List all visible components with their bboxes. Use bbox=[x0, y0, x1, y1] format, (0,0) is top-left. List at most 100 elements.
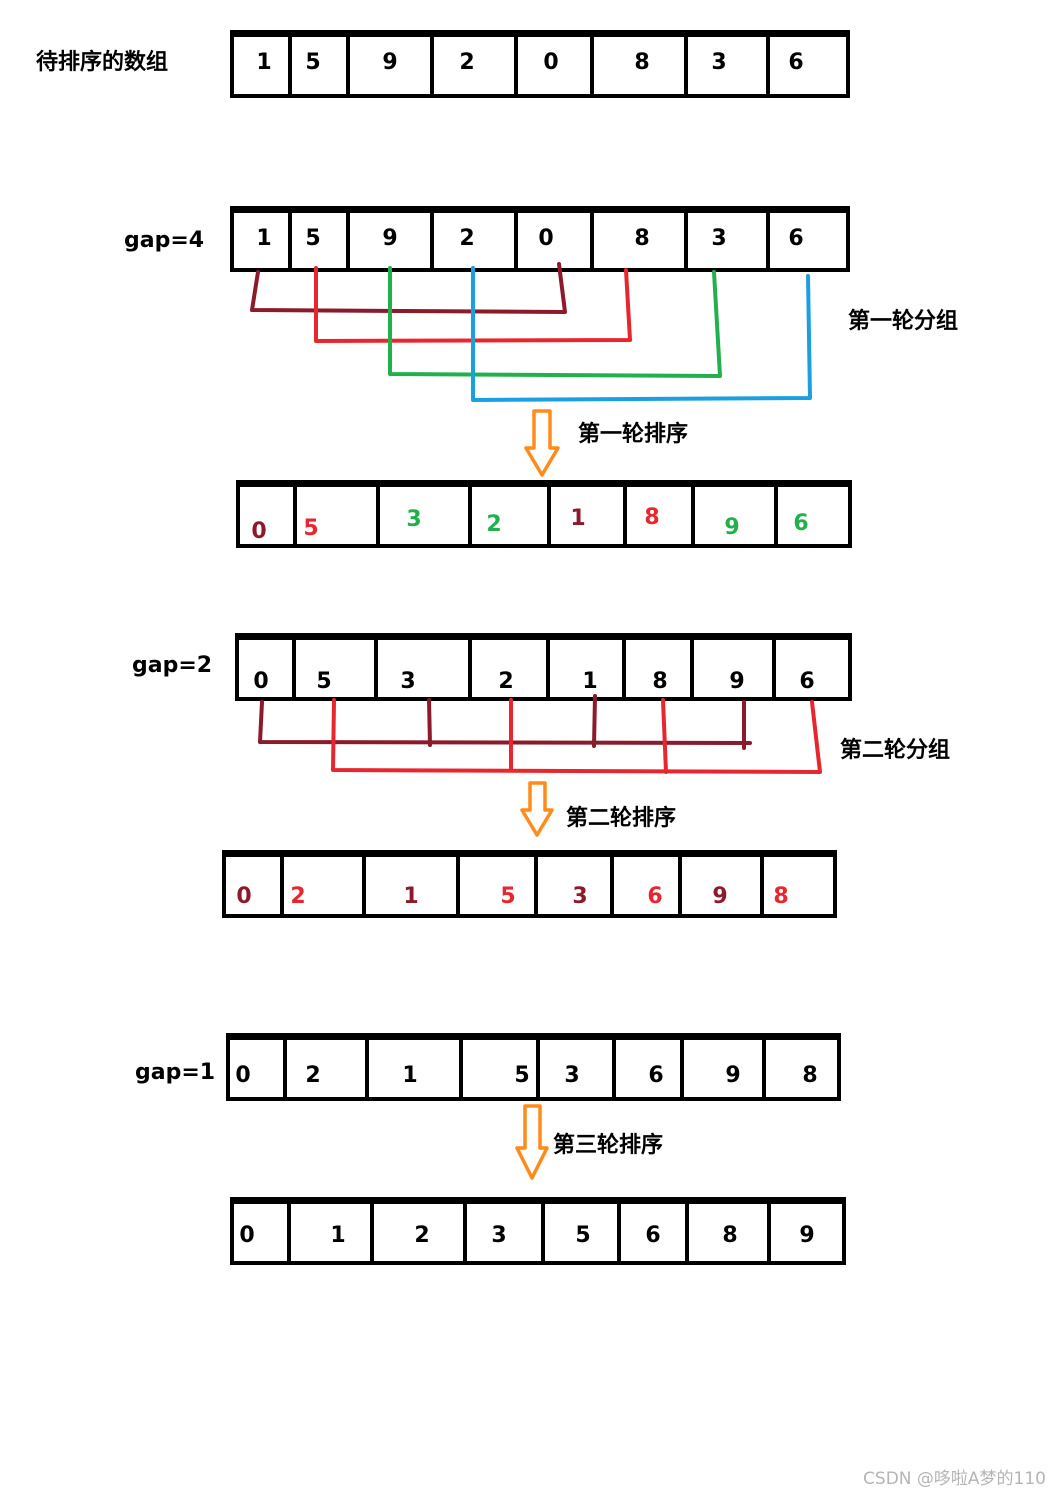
array-cell-value: 8 bbox=[652, 669, 667, 694]
cell-top-border bbox=[774, 635, 850, 640]
array-cell-value: 6 bbox=[793, 511, 808, 536]
array-cell-value: 3 bbox=[711, 226, 726, 251]
cell-top-border bbox=[614, 1035, 682, 1040]
group-tick bbox=[427, 698, 432, 747]
cell-top-border bbox=[764, 1035, 839, 1040]
array-cell-value: 3 bbox=[564, 1063, 579, 1088]
array-cell-value: 8 bbox=[634, 50, 649, 75]
array-cell-value: 0 bbox=[235, 1063, 250, 1088]
array-cell-value: 3 bbox=[711, 50, 726, 75]
array-cell-value: 0 bbox=[543, 50, 558, 75]
array-cell-value: 2 bbox=[290, 884, 305, 909]
cell-top-border bbox=[376, 635, 470, 640]
array-cell-value: 9 bbox=[729, 669, 744, 694]
array-frame bbox=[236, 480, 852, 548]
array-frame bbox=[230, 1197, 846, 1265]
cell-top-border bbox=[768, 208, 848, 213]
label-round1-sort: 第一轮排序 bbox=[578, 421, 688, 447]
group-bracket-dark-red bbox=[250, 262, 567, 314]
cell-top-border bbox=[285, 1035, 367, 1040]
cell-top-border bbox=[680, 852, 762, 857]
cell-top-border bbox=[776, 482, 850, 487]
array-frame bbox=[222, 850, 837, 918]
array-cell-value: 1 bbox=[570, 506, 585, 531]
array-cell-value: 0 bbox=[253, 669, 268, 694]
array-cell-value: 6 bbox=[645, 1223, 660, 1248]
array-cell-value: 2 bbox=[459, 226, 474, 251]
array-cell-value: 9 bbox=[799, 1223, 814, 1248]
cell-top-border bbox=[686, 208, 768, 213]
array-cell-value: 9 bbox=[382, 50, 397, 75]
cell-top-border bbox=[549, 482, 625, 487]
cell-top-border bbox=[232, 208, 290, 213]
label-gap-4: gap=4 bbox=[124, 228, 204, 253]
down-arrow-icon bbox=[524, 409, 560, 477]
cell-top-border bbox=[592, 208, 686, 213]
cell-top-border bbox=[619, 1199, 687, 1204]
cell-top-border bbox=[290, 208, 348, 213]
array-cell-value: 8 bbox=[644, 505, 659, 530]
array-cell-value: 6 bbox=[648, 1063, 663, 1088]
array-cell-value: 0 bbox=[538, 226, 553, 251]
cell-top-border bbox=[612, 852, 680, 857]
label-gap-1: gap=1 bbox=[135, 1060, 215, 1085]
cell-top-border bbox=[693, 482, 776, 487]
array-cell-value: 9 bbox=[724, 515, 739, 540]
label-gap-2: gap=2 bbox=[132, 653, 212, 678]
array-cell-value: 5 bbox=[305, 226, 320, 251]
cell-top-border bbox=[536, 852, 612, 857]
label-round3-sort: 第三轮排序 bbox=[553, 1132, 663, 1158]
cell-top-border bbox=[768, 32, 848, 37]
cell-top-border bbox=[624, 635, 692, 640]
cell-top-border bbox=[232, 32, 290, 37]
array-cell-value: 3 bbox=[491, 1223, 506, 1248]
cell-top-border bbox=[228, 1035, 285, 1040]
cell-top-border bbox=[224, 852, 282, 857]
arrows bbox=[515, 409, 560, 1180]
cell-top-border bbox=[592, 32, 686, 37]
cell-top-border bbox=[465, 1199, 543, 1204]
watermark: CSDN @哆啦A梦的110 bbox=[863, 1469, 1046, 1489]
cell-top-border bbox=[232, 1199, 289, 1204]
group-tick bbox=[661, 698, 668, 774]
array-cell-value: 2 bbox=[305, 1063, 320, 1088]
down-arrow-icon bbox=[515, 1104, 549, 1180]
label-array-to-sort: 待排序的数组 bbox=[36, 49, 168, 75]
array-cell-value: 0 bbox=[239, 1223, 254, 1248]
cell-top-border bbox=[682, 1035, 764, 1040]
group-tick bbox=[592, 694, 597, 748]
cell-top-border bbox=[367, 1035, 461, 1040]
group-bracket-green bbox=[388, 266, 722, 378]
array-cell-value: 9 bbox=[382, 226, 397, 251]
group-bracket-blue bbox=[471, 266, 812, 402]
array-cell-value: 5 bbox=[303, 516, 318, 541]
cell-top-border bbox=[543, 1199, 619, 1204]
array-cell-value: 2 bbox=[486, 512, 501, 537]
cell-top-border bbox=[686, 32, 768, 37]
array-cell-value: 6 bbox=[799, 669, 814, 694]
array-cell-value: 8 bbox=[802, 1063, 817, 1088]
cell-top-border bbox=[372, 1199, 465, 1204]
array-cell-value: 3 bbox=[572, 884, 587, 909]
cell-top-border bbox=[692, 635, 774, 640]
array-frame bbox=[230, 30, 850, 98]
cell-top-border bbox=[238, 482, 295, 487]
cell-top-border bbox=[290, 32, 348, 37]
cell-top-border bbox=[295, 482, 378, 487]
array-cell-value: 8 bbox=[722, 1223, 737, 1248]
cell-top-border bbox=[538, 1035, 614, 1040]
cell-top-border bbox=[762, 852, 835, 857]
array-cell-value: 0 bbox=[251, 519, 266, 544]
array-cell-value: 1 bbox=[582, 669, 597, 694]
array-cell-value: 0 bbox=[236, 884, 251, 909]
array-cell-value: 5 bbox=[305, 50, 320, 75]
array-cell-value: 5 bbox=[500, 884, 515, 909]
array-cell-value: 1 bbox=[402, 1063, 417, 1088]
array-cell-value: 2 bbox=[414, 1223, 429, 1248]
